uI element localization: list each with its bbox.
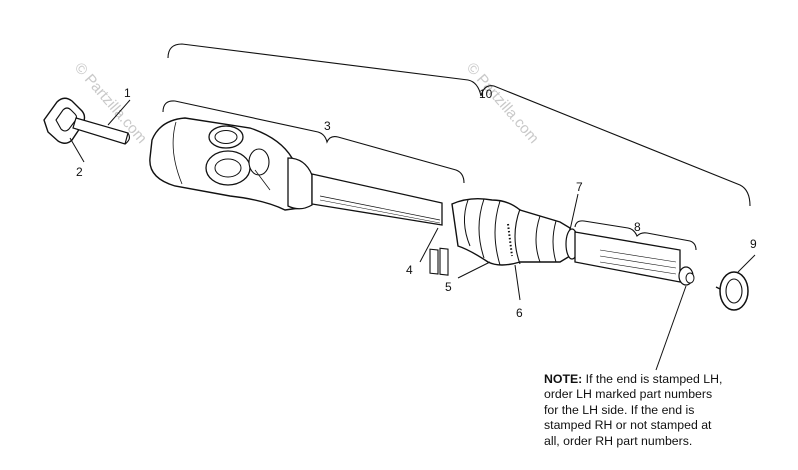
callout-4: 4 bbox=[406, 263, 413, 277]
clamp-part-4 bbox=[429, 247, 449, 276]
clip-part-2 bbox=[43, 97, 86, 144]
bracket-assembly-10 bbox=[167, 43, 751, 207]
callout-7: 7 bbox=[576, 180, 583, 194]
callout-5: 5 bbox=[445, 280, 452, 294]
note-text: If the end is stamped LH, order LH marke… bbox=[544, 372, 723, 448]
note-block: NOTE: If the end is stamped LH, order LH… bbox=[544, 372, 794, 449]
callout-6: 6 bbox=[516, 306, 523, 320]
bracket-part-3 bbox=[162, 100, 465, 184]
axle-shaft bbox=[311, 173, 443, 226]
pin-part-1 bbox=[72, 117, 131, 145]
callout-2: 2 bbox=[76, 165, 83, 179]
callout-9: 9 bbox=[750, 237, 757, 251]
bracket-part-8 bbox=[574, 220, 697, 251]
callout-10: 10 bbox=[479, 87, 493, 101]
callout-3: 3 bbox=[324, 119, 331, 133]
circlip-part-9 bbox=[715, 271, 749, 311]
boot-part-5 bbox=[451, 197, 571, 266]
stub-shaft-part-8 bbox=[574, 231, 695, 286]
note-label: NOTE: bbox=[544, 372, 583, 386]
inner-joint-part-3 bbox=[149, 117, 313, 211]
callout-8: 8 bbox=[634, 220, 641, 234]
watermark-right: © Partzilla.com bbox=[463, 59, 542, 146]
leader-lines bbox=[69, 99, 756, 371]
callout-1: 1 bbox=[124, 86, 131, 100]
